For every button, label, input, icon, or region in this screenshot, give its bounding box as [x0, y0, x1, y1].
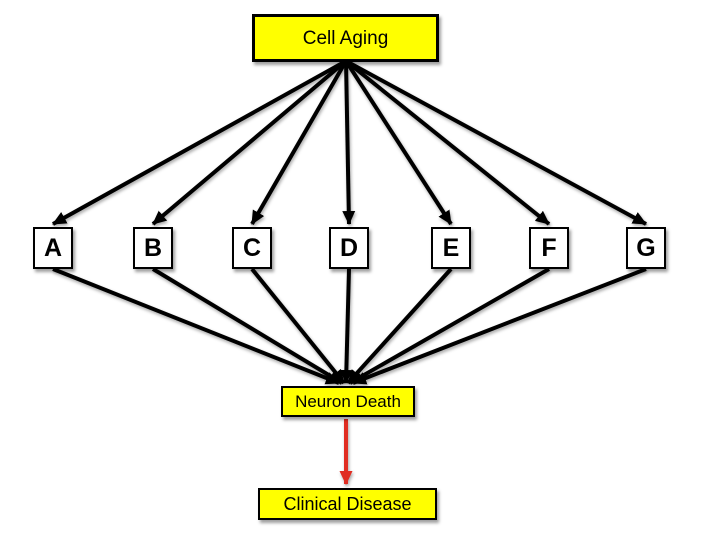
node-factor-c: C [232, 227, 272, 269]
edge-cell-aging-to-factor-g [345, 59, 647, 226]
edge-factor-f-to-neuron-death [349, 267, 550, 385]
edge-cell-aging-to-factor-c [250, 60, 348, 225]
edge-cell-aging-to-factor-d [342, 60, 356, 225]
edge-factor-g-to-neuron-death [352, 267, 647, 385]
edge-factor-c-to-neuron-death [250, 267, 346, 385]
node-neuron-death: Neuron Death [281, 386, 415, 417]
node-clinical-disease: Clinical Disease [258, 488, 437, 520]
node-factor-d: D [329, 227, 369, 269]
edge-factor-a-to-neuron-death [52, 267, 340, 385]
edge-cell-aging-to-factor-e [344, 59, 453, 226]
node-factor-a: A [33, 227, 73, 269]
edge-cell-aging-to-factor-b [151, 59, 348, 226]
node-factor-b: B [133, 227, 173, 269]
edge-cell-aging-to-factor-f [344, 59, 551, 226]
edge-factor-b-to-neuron-death [151, 267, 344, 385]
edge-factor-e-to-neuron-death [346, 267, 453, 385]
edge-cell-aging-to-factor-a [52, 59, 347, 226]
node-factor-g: G [626, 227, 666, 269]
node-factor-f: F [529, 227, 569, 269]
node-factor-e: E [431, 227, 471, 269]
node-cell-aging: Cell Aging [252, 14, 439, 62]
edge-factor-d-to-neuron-death [339, 268, 353, 384]
